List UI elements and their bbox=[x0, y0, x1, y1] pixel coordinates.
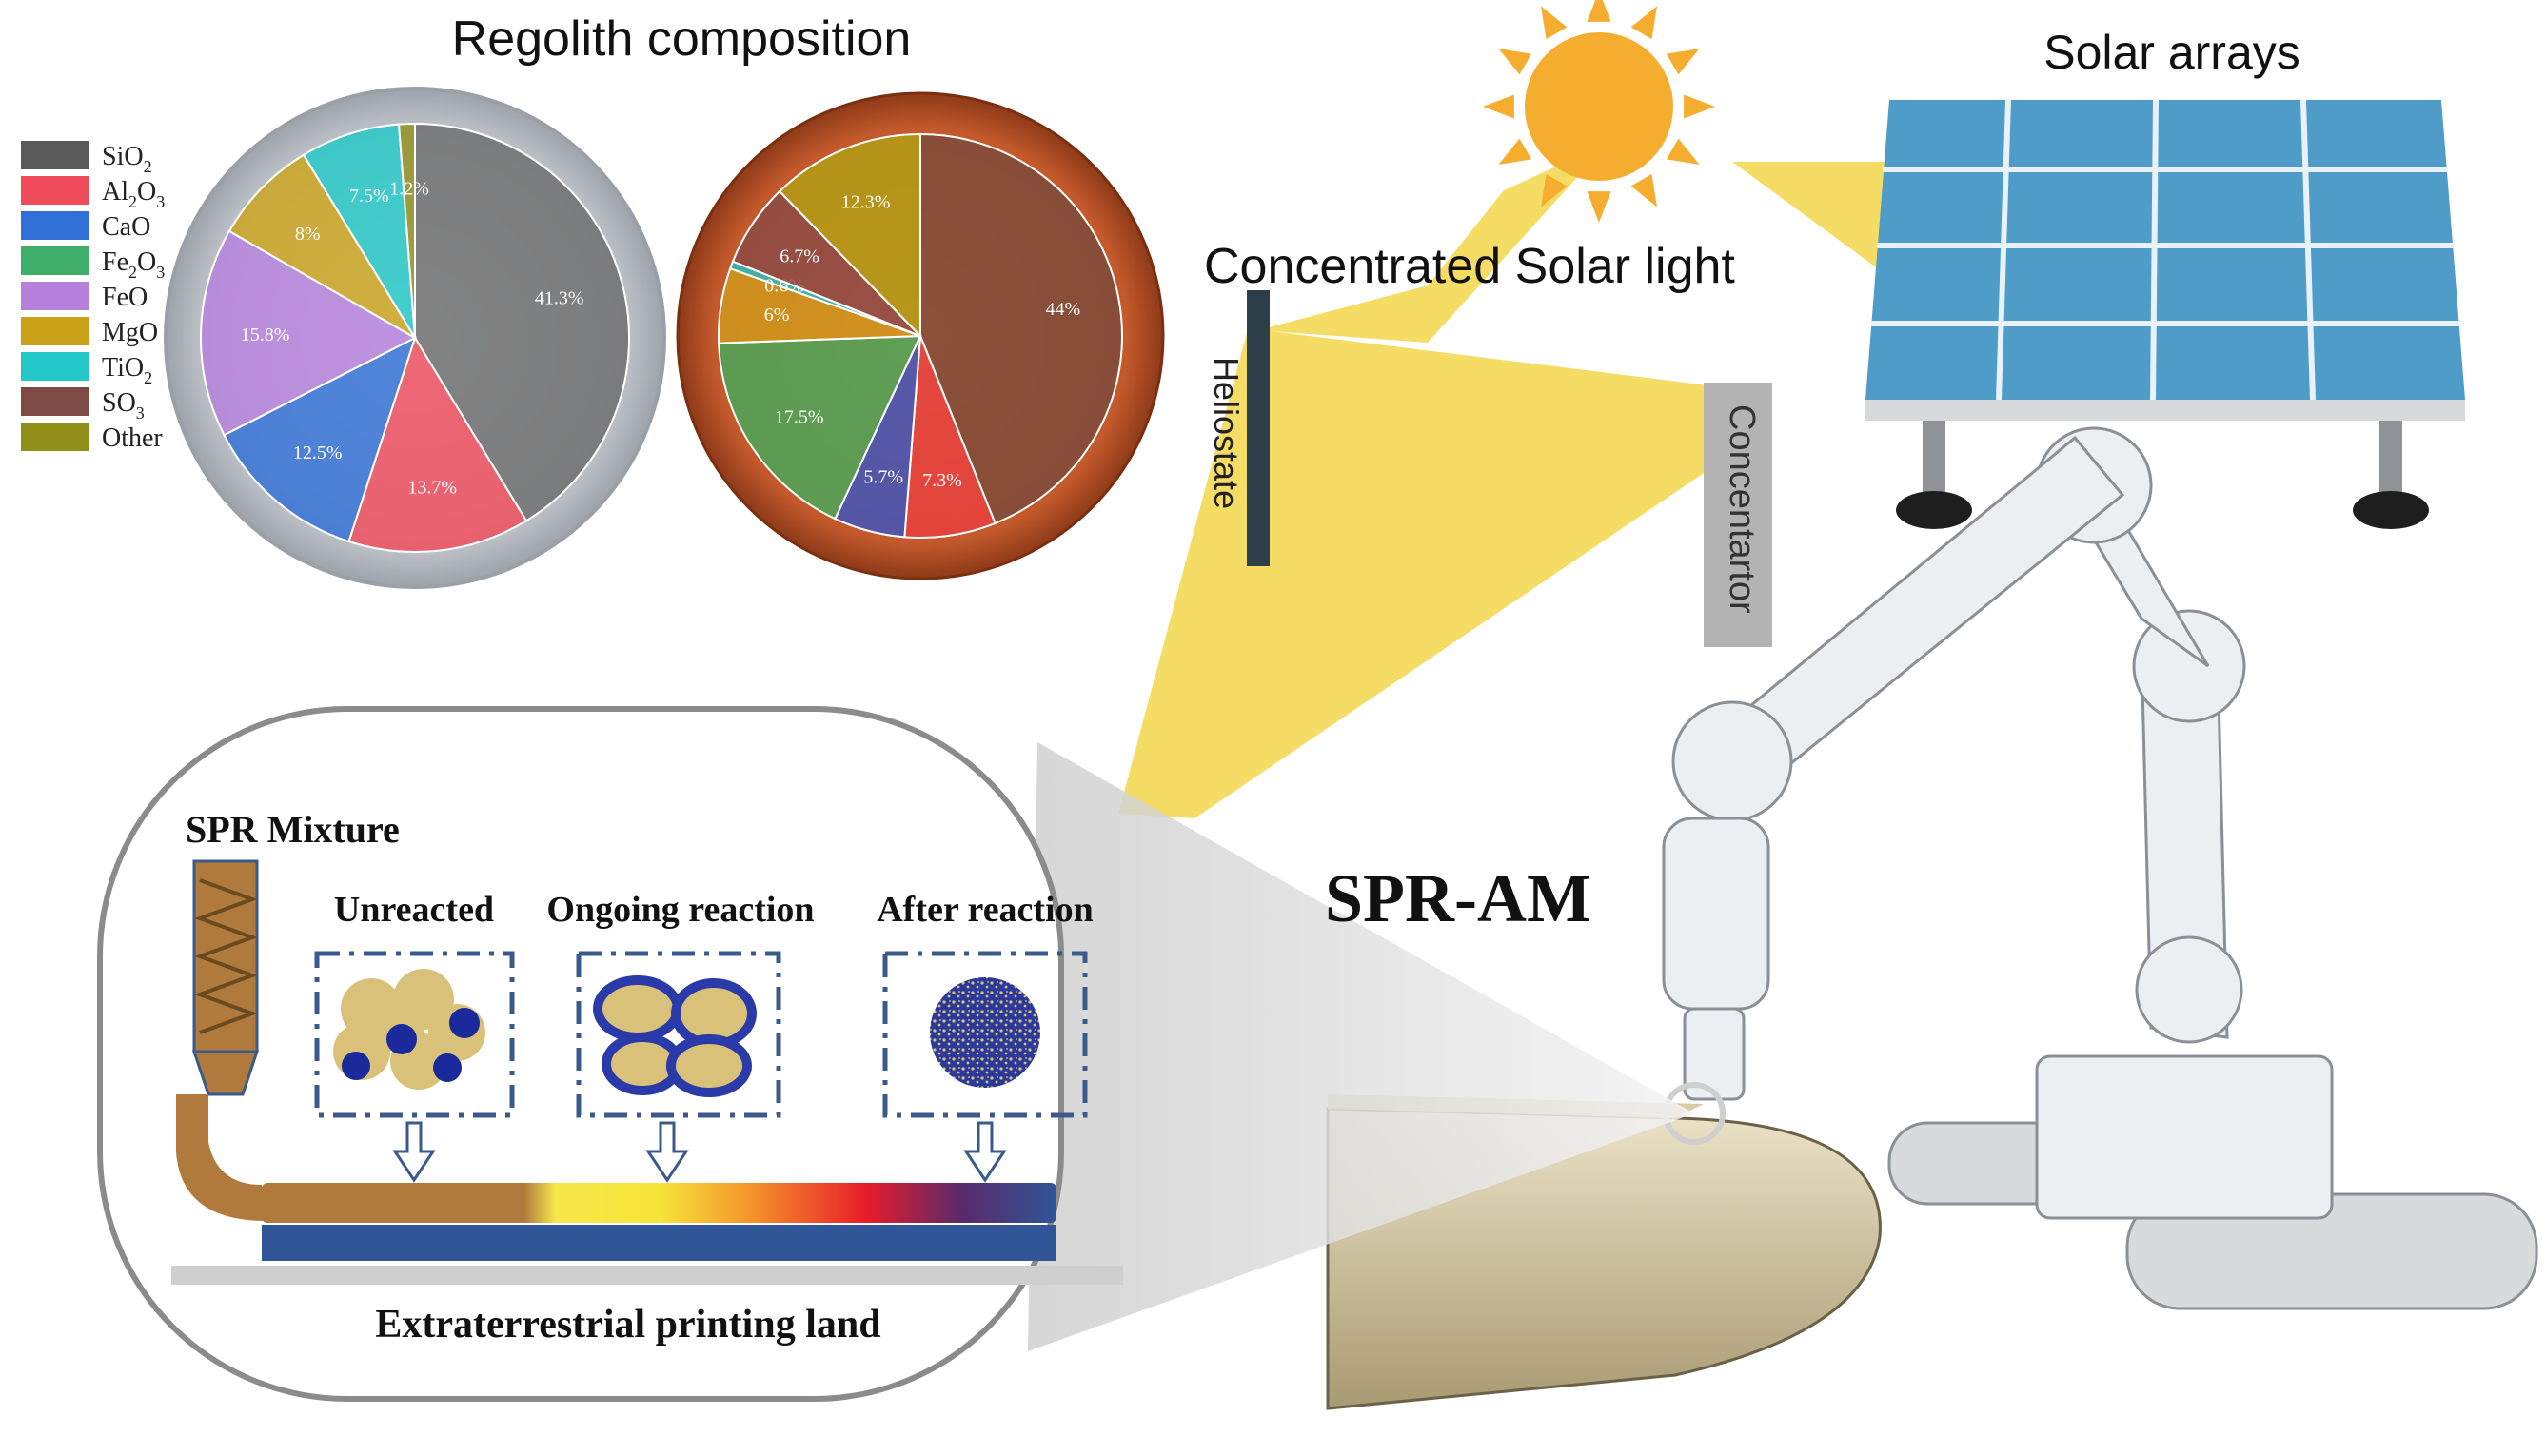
legend-label: Fe2O3 bbox=[102, 247, 165, 282]
pie-slice-label: 12.3% bbox=[841, 192, 891, 213]
after-box bbox=[882, 951, 1088, 1118]
substrate-layer bbox=[262, 1225, 1056, 1261]
legend-label: Other bbox=[102, 423, 163, 453]
sun-ray bbox=[1630, 173, 1657, 207]
sun-ray bbox=[1498, 49, 1532, 75]
legend-label: Al2O3 bbox=[102, 177, 165, 211]
printing-land-surface bbox=[171, 1266, 1123, 1285]
chart-title: Regolith composition bbox=[452, 11, 912, 67]
legend-label: TiO2 bbox=[102, 353, 152, 387]
solar-arrays-label: Solar arrays bbox=[2043, 26, 2300, 79]
pie-slice bbox=[414, 122, 630, 522]
sun-ray bbox=[1630, 6, 1657, 40]
concentrator-box bbox=[1704, 383, 1772, 647]
sun-ray bbox=[1541, 6, 1568, 40]
zoom-cone bbox=[1028, 742, 1694, 1351]
unreacted-label: Unreacted bbox=[334, 890, 494, 930]
pie-slice bbox=[200, 229, 418, 437]
legend-label: SO3 bbox=[102, 388, 145, 423]
pie-slice-label: 12.5% bbox=[293, 443, 343, 463]
sun-ray bbox=[1587, 0, 1611, 22]
legend-label: FeO bbox=[102, 283, 148, 312]
pie-slice-label: 17.5% bbox=[775, 406, 824, 427]
legend-swatch bbox=[21, 387, 89, 416]
pie-slice bbox=[227, 153, 416, 339]
pie-slice bbox=[919, 132, 1123, 525]
legend-swatch bbox=[21, 317, 89, 345]
sun-ray bbox=[1483, 94, 1514, 119]
pie-slice bbox=[718, 334, 922, 521]
concentrated-light-beam bbox=[1118, 143, 1761, 818]
legend-swatch bbox=[21, 211, 89, 240]
pie-slice bbox=[223, 336, 417, 543]
pie-slice bbox=[903, 335, 997, 539]
pie-slice bbox=[347, 335, 528, 553]
pie-slice-label: 8% bbox=[295, 224, 321, 245]
down-arrows bbox=[392, 1121, 1007, 1183]
heliostat-mirror bbox=[1247, 290, 1270, 566]
ongoing-particles bbox=[593, 975, 757, 1097]
sun-ray bbox=[1666, 49, 1700, 75]
mars-regolith-pie: 44%7.3%5.7%17.5%6%0.6%6.7%12.3% bbox=[676, 91, 1165, 580]
pie-slice-label: 44% bbox=[1046, 299, 1081, 320]
moon-regolith-pie: 41.3% 13.7% 12.5% 15.8% 8% 7.5%1.2% bbox=[164, 87, 666, 589]
solar-panel bbox=[1865, 99, 2465, 529]
concentrated-solar-light-label: Concentrated Solar light bbox=[1204, 239, 1735, 294]
legend-label: SiO2 bbox=[102, 142, 152, 176]
pie-slice-label: 13.7% bbox=[407, 477, 457, 498]
printed-bead bbox=[262, 1183, 1056, 1223]
spr-mixture-label: SPR Mixture bbox=[186, 808, 400, 851]
sun-icon bbox=[1483, 0, 1715, 223]
heliostate-label: Heliostate bbox=[1207, 357, 1246, 509]
moon-pie-slices: 41.3% 13.7% 12.5% 15.8% 8% 7.5%1.2% bbox=[200, 122, 630, 553]
ongoing-reaction-label: Ongoing reaction bbox=[546, 890, 814, 930]
pie-slice-label: 7.3% bbox=[922, 470, 962, 491]
legend-swatch bbox=[21, 282, 89, 310]
sun-ray bbox=[1541, 173, 1568, 207]
pie-slice-label: 1.2% bbox=[389, 179, 429, 200]
pie-slice bbox=[302, 123, 416, 339]
sun-ray bbox=[1498, 138, 1532, 165]
legend-label: MgO bbox=[102, 318, 158, 347]
sun-ray bbox=[1587, 191, 1611, 223]
after-reaction-label: After reaction bbox=[877, 890, 1094, 930]
pie-slice-label: 5.7% bbox=[863, 467, 903, 488]
ongoing-box bbox=[576, 951, 781, 1118]
mars-pie-slices: 44%7.3%5.7%17.5%6%0.6%6.7%12.3% bbox=[718, 132, 1123, 539]
unreacted-particles bbox=[333, 969, 485, 1090]
robot-arm bbox=[1662, 426, 2538, 1310]
legend-label: CaO bbox=[102, 212, 150, 242]
legend-swatch bbox=[21, 246, 89, 275]
legend-swatch bbox=[21, 141, 89, 169]
pie-slice bbox=[397, 122, 416, 339]
pie-slice-label: 41.3% bbox=[535, 287, 584, 308]
legend-swatch bbox=[21, 352, 89, 381]
pie-slice-label: 6.7% bbox=[780, 246, 819, 266]
sun-ray bbox=[1684, 94, 1715, 119]
pie-slice-label: 15.8% bbox=[241, 325, 290, 345]
pie-slice-label: 7.5% bbox=[349, 186, 389, 207]
pie-slice bbox=[778, 132, 921, 339]
unreacted-box bbox=[314, 951, 515, 1118]
sun-ray bbox=[1666, 138, 1700, 165]
pie-slice-label: 6% bbox=[764, 305, 790, 325]
concentrator-label: Concentartor bbox=[1722, 404, 1762, 614]
spr-am-label: SPR-AM bbox=[1325, 860, 1591, 936]
spr-feeder bbox=[176, 859, 266, 1221]
legend-swatch bbox=[21, 423, 89, 451]
printing-land-label: Extraterrestrial printing land bbox=[375, 1303, 880, 1347]
after-particle bbox=[930, 977, 1040, 1088]
legend-swatch bbox=[21, 176, 89, 205]
process-inset: SPR Mixture Extraterrestrial printing la… bbox=[97, 706, 1123, 1402]
